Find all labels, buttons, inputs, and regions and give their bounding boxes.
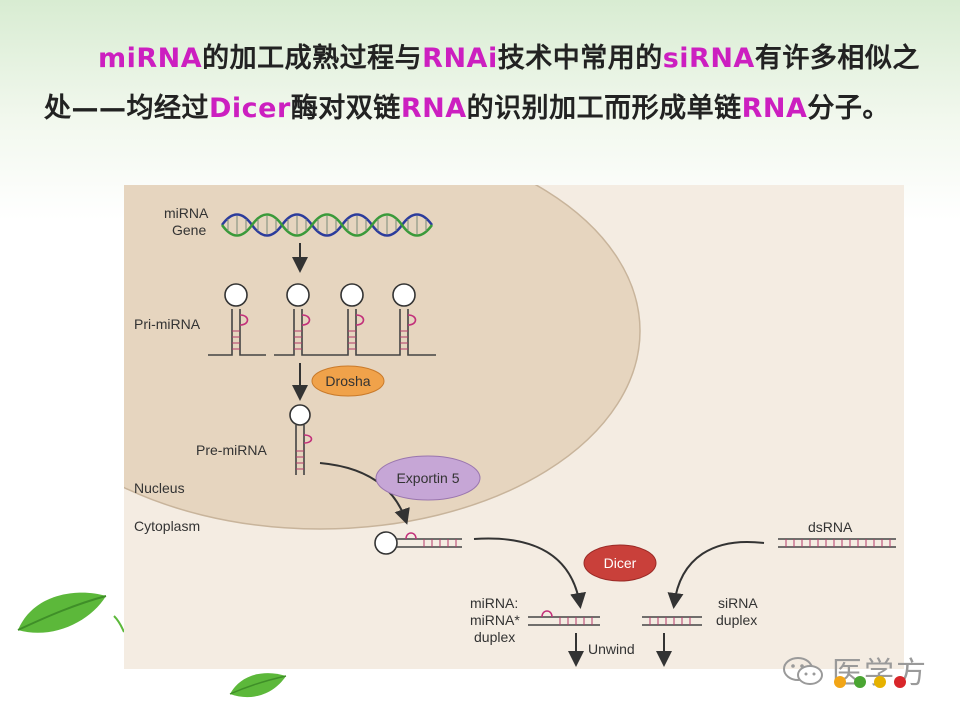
label-exportin-5: Exportin 5 <box>396 470 459 486</box>
cytoplasmic-pairing <box>423 539 457 547</box>
label-sirna-duplex: siRNA <box>718 595 758 611</box>
stem-decoration <box>113 615 125 633</box>
mirna-biogenesis-figure: miRNA Gene Pri-miRNA Drosha Pre-miRNA <box>124 185 904 669</box>
watermark-dots <box>834 676 906 688</box>
label-cytoplasm: Cytoplasm <box>134 518 200 534</box>
watermark-dot <box>894 676 906 688</box>
leaf-decoration-small <box>229 673 287 698</box>
arrow-export <box>319 462 410 525</box>
text-seg: 酶对双链 <box>290 93 401 124</box>
mirna-duplex <box>528 610 600 626</box>
label-pre-mirna: Pre-miRNA <box>196 442 267 458</box>
dsrna-structure <box>778 538 896 548</box>
label-mirna-duplex: miRNA: <box>470 595 518 611</box>
dna-helix <box>220 213 434 237</box>
term-rnai: RNAi <box>422 43 498 74</box>
dicer-enzyme <box>583 544 657 582</box>
label-mirna-gene: Gene <box>172 222 206 238</box>
term-rna: RNA <box>741 93 808 124</box>
dsrna-pairing <box>785 539 891 547</box>
pre-mirna-structure <box>289 404 313 475</box>
text-seg: 分子。 <box>807 93 890 124</box>
text-seg: 有许多相似之处——均经过 <box>44 43 920 124</box>
cytoplasmic-pre-mirna <box>374 531 462 555</box>
exportin-5-protein <box>375 455 481 501</box>
sirna-duplex-pairing <box>649 617 691 625</box>
pri-mirna-structure <box>208 283 436 356</box>
term-sirna: siRNA <box>662 43 755 74</box>
label-sirna-duplex: duplex <box>716 612 757 628</box>
label-mirna-duplex: duplex <box>474 629 515 645</box>
drosha-enzyme <box>311 365 385 397</box>
label-pri-mirna: Pri-miRNA <box>134 316 201 332</box>
label-unwind: Unwind <box>588 641 635 657</box>
stem-pairing-lines <box>232 330 408 350</box>
label-nucleus: Nucleus <box>134 480 185 496</box>
nucleus-region <box>124 185 641 530</box>
slide-paragraph: miRNA的加工成熟过程与RNAi技术中常用的siRNA有许多相似之处——均经过… <box>44 34 934 134</box>
term-dicer: Dicer <box>209 93 291 124</box>
mirna-duplex-pairing <box>559 617 593 625</box>
arrow-to-dicer-left <box>473 537 586 609</box>
watermark-dot <box>834 676 846 688</box>
watermark-dot <box>854 676 866 688</box>
label-drosha: Drosha <box>325 373 370 389</box>
leaf-decoration-large <box>17 592 107 633</box>
text-seg: 的加工成熟过程与 <box>202 43 423 74</box>
watermark-dot <box>874 676 886 688</box>
term-rna: RNA <box>400 93 467 124</box>
label-mirna-gene: miRNA <box>164 205 209 221</box>
label-dicer: Dicer <box>604 555 637 571</box>
term-mirna: miRNA <box>98 43 203 74</box>
sirna-duplex <box>642 616 702 626</box>
label-mirna-duplex: miRNA* <box>470 612 520 628</box>
wechat-icon <box>783 657 823 685</box>
watermark: 医学方 <box>782 652 952 692</box>
text-seg: 的识别加工而形成单链 <box>466 93 742 124</box>
label-dsrna: dsRNA <box>808 519 853 535</box>
text-seg: 技术中常用的 <box>497 43 663 74</box>
arrow-to-dicer-right <box>667 541 765 609</box>
pre-mirna-pairing <box>296 450 304 470</box>
